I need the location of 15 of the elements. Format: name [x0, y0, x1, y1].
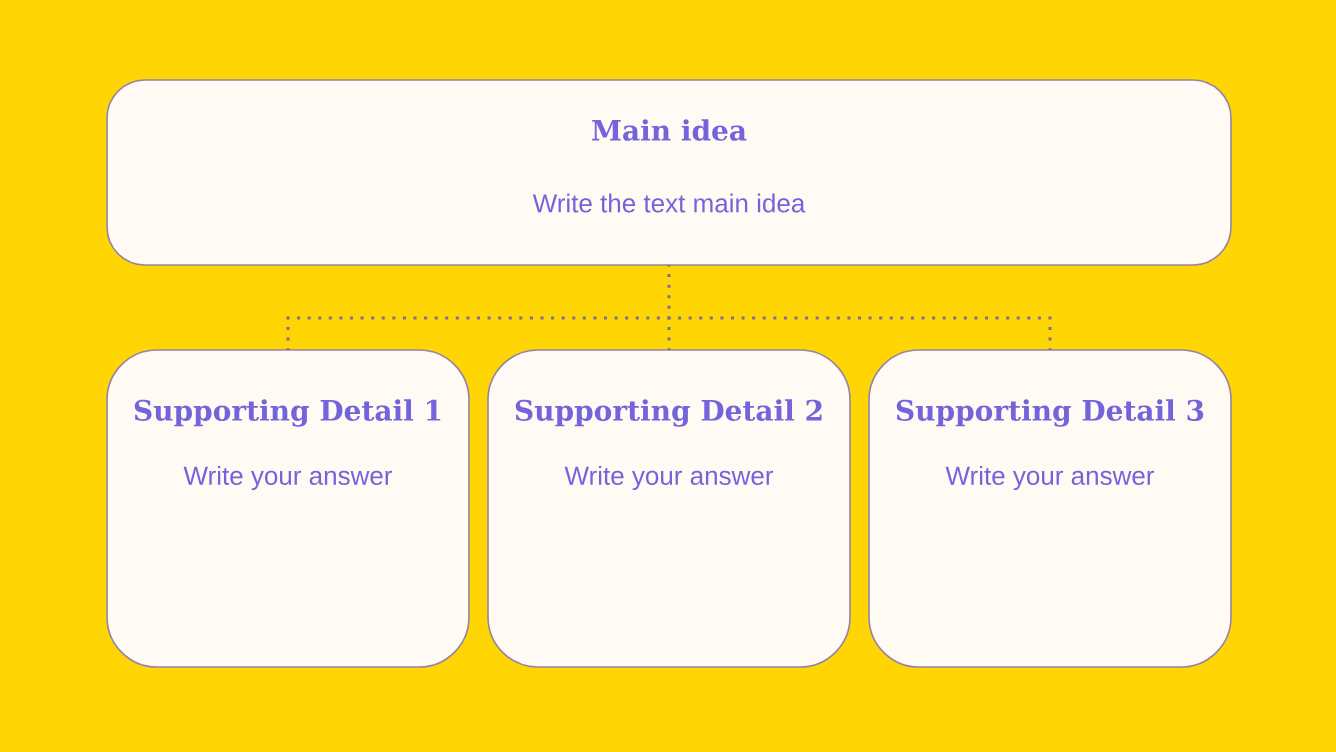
rounded-box	[487, 349, 851, 668]
box-heading: Main idea	[592, 119, 747, 141]
placeholder-text: Write your answer	[183, 465, 393, 491]
rounded-box	[106, 349, 470, 668]
box-heading: Supporting Detail 2	[515, 399, 822, 427]
box-heading: Supporting Detail 1	[134, 399, 441, 427]
dotted-connector	[669, 316, 1052, 350]
placeholder-text: Write your answer	[564, 465, 774, 491]
placeholder-text: Write the text main idea	[532, 193, 806, 213]
box-heading: Supporting Detail 3	[896, 399, 1204, 427]
placeholder-text: Write your answer	[945, 465, 1155, 491]
rounded-box	[868, 349, 1232, 668]
dotted-connector	[667, 317, 671, 350]
rounded-box	[106, 79, 1232, 266]
dotted-connector	[286, 316, 669, 350]
